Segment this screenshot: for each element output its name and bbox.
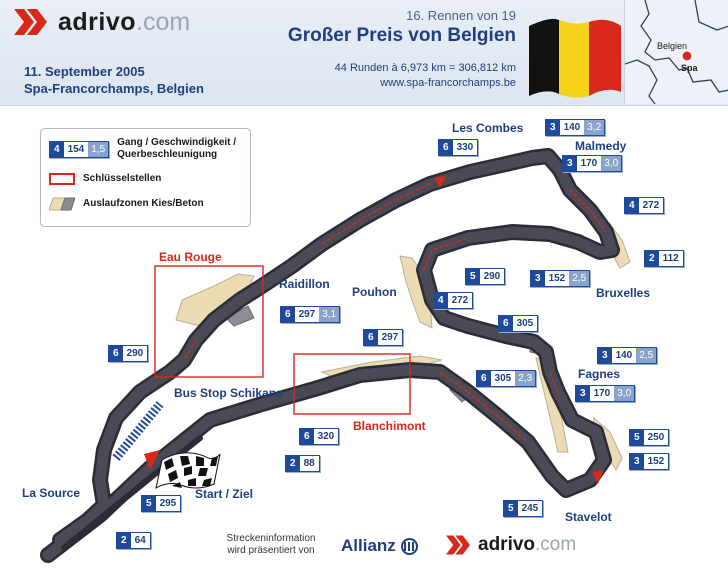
belgian-flag-icon: [529, 18, 621, 98]
legend-row-keypoints: Schlüsselstellen: [49, 173, 161, 185]
direction-arrow-icon: [434, 176, 446, 188]
corner-label-la-source: La Source: [22, 486, 81, 500]
direction-arrow-icon: [592, 470, 604, 484]
eau-rouge-highlight: [154, 265, 264, 378]
chevron-logo-icon: [14, 9, 47, 35]
adrivo-footer-logo: adrivo .com: [446, 534, 576, 556]
blanchimont-highlight: [293, 353, 411, 415]
race-date-block: 11. September 2005 Spa-Francorchamps, Be…: [24, 63, 204, 97]
legend-keypoints-label: Schlüsselstellen: [83, 173, 162, 184]
brand-domain: .com: [136, 7, 191, 36]
race-location: Spa-Francorchamps, Belgien: [24, 81, 204, 96]
race-info-block: 16. Rennen von 19 Großer Preis von Belgi…: [288, 8, 516, 91]
corner-label-pouhon: Pouhon: [352, 285, 397, 299]
legend-speed-label: Gang / Geschwindigkeit / Querbeschleunig…: [117, 137, 237, 160]
direction-arrows: [144, 176, 604, 484]
minimap-country: Belgien: [657, 41, 688, 51]
corner-label-fagnes: Fagnes: [578, 367, 621, 381]
track-layout: [40, 148, 620, 563]
legend-speed-box: 4 154 1,5: [49, 140, 110, 158]
legend: 4 154 1,5 Gang / Geschwindigkeit / Querb…: [40, 128, 251, 227]
race-number: 16. Rennen von 19: [406, 8, 516, 23]
circuit-url: www.spa-francorchamps.be: [380, 77, 516, 89]
legend-row-speed: 4 154 1,5 Gang / Geschwindigkeit / Querb…: [49, 137, 237, 161]
header-banner: adrivo .com 11. September 2005 Spa-Franc…: [0, 0, 728, 106]
footer-presented-by: Streckeninformation wird präsentiert von: [226, 533, 316, 556]
corner-label-stavelot: Stavelot: [565, 510, 612, 524]
sponsor-name: Allianz: [341, 536, 396, 555]
corner-label-eau-rouge: Eau Rouge: [159, 250, 222, 264]
allianz-logo: Allianz: [341, 536, 418, 556]
corner-label-blanchimont: Blanchimont: [353, 419, 426, 433]
adrivo-logo: adrivo .com: [14, 8, 190, 36]
corner-label-bruxelles: Bruxelles: [596, 286, 651, 300]
highlight-boxes: [154, 265, 411, 415]
allianz-eagle-icon: [400, 537, 418, 555]
race-title: Großer Preis von Belgien: [287, 25, 516, 46]
laps-info: 44 Runden à 6,973 km = 306,812 km: [334, 62, 516, 74]
minimap-city: Spa: [681, 63, 698, 73]
runoff-zones: [175, 222, 631, 472]
runoff-swatch-icon: [49, 197, 75, 211]
direction-arrow-icon: [144, 450, 160, 470]
legend-row-runoff: Auslaufzonen Kies/Beton: [49, 197, 204, 211]
corner-label-les-combes: Les Combes: [452, 121, 524, 135]
corner-label-start-ziel: Start / Ziel: [195, 487, 254, 501]
chevron-logo-icon: [446, 535, 470, 555]
track-map: [40, 148, 631, 563]
checkered-flag-icon: [155, 452, 221, 490]
legend-runoff-label: Auslaufzonen Kies/Beton: [83, 198, 204, 209]
key-point-marker-icon: [49, 173, 75, 185]
location-minimap: Belgien Spa: [624, 0, 728, 105]
grid-markings: [112, 401, 164, 461]
race-date: 11. September 2005: [24, 64, 145, 79]
corner-label-malmedy: Malmedy: [575, 139, 627, 153]
minimap-outline: [624, 0, 728, 105]
corner-label-raidillon: Raidillon: [279, 277, 330, 291]
runoff-pouhon: [399, 255, 433, 329]
brand-name: adrivo: [58, 7, 137, 36]
corner-label-bus-stop: Bus Stop Schikane: [174, 386, 283, 400]
